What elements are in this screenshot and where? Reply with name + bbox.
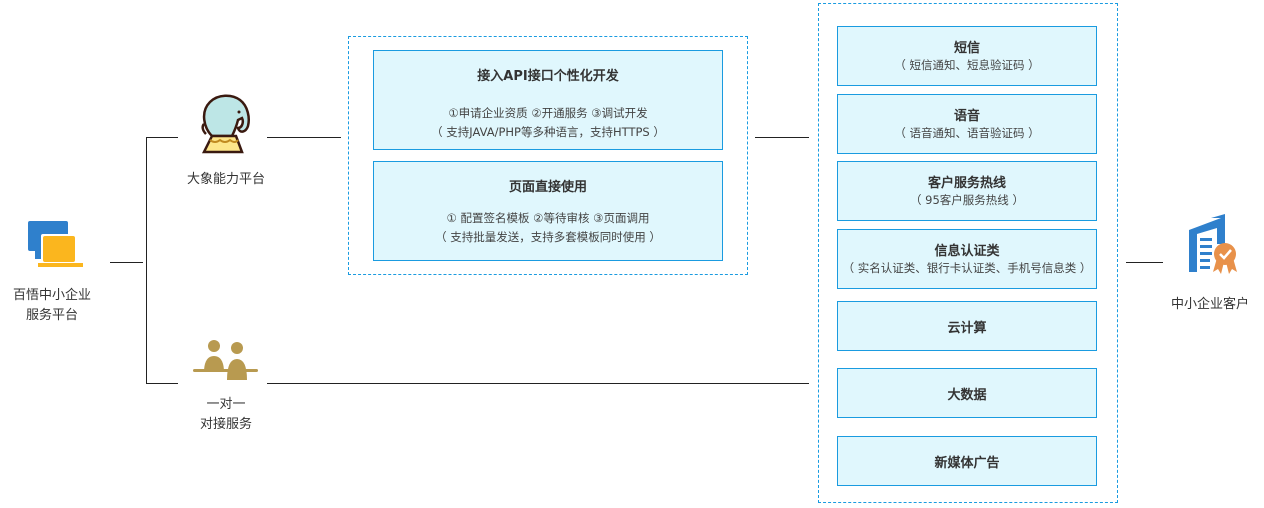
services-group: [818, 3, 1118, 503]
label-line: 一对一: [206, 397, 246, 412]
connector-line: [267, 137, 341, 138]
box-title: 接入API接口个性化开发: [477, 69, 619, 84]
service-title: 新媒体广告: [934, 455, 1000, 471]
box-steps: ①申请企业资质 ②开通服务 ③调试开发: [448, 106, 648, 120]
one-on-one-label: 一对一 对接服务: [170, 395, 282, 435]
service-hotline: 客户服务热线 （ 95客户服务热线 ）: [837, 161, 1097, 221]
connector-line: [146, 383, 178, 384]
connector-line: [1126, 262, 1163, 263]
access-methods-group: [348, 36, 748, 275]
service-title: 语音: [953, 109, 980, 124]
building-certificate-icon: [1189, 214, 1237, 274]
elephant-platform-label: 大象能力平台: [186, 172, 265, 187]
service-title: 客户服务热线: [927, 176, 1006, 191]
service-sms: 短信 （ 短信通知、短息验证码 ）: [837, 26, 1097, 86]
label-line: 服务平台: [25, 308, 78, 323]
box-note: （ 支持JAVA/PHP等多种语言，支持HTTPS ）: [431, 125, 665, 139]
people-icon: [193, 340, 258, 380]
connector-line: [755, 137, 809, 138]
service-title: 短信: [953, 41, 980, 56]
box-steps: ① 配置签名模板 ②等待审核 ③页面调用: [446, 211, 650, 225]
service-verification: 信息认证类 （ 实名认证类、银行卡认证类、手机号信息类 ）: [837, 229, 1097, 289]
service-cloud: 云计算: [837, 301, 1097, 351]
service-subtitle: （ 短信通知、短息验证码 ）: [894, 58, 1040, 72]
service-voice: 语音 （ 语音通知、语音验证码 ）: [837, 94, 1097, 154]
service-title: 大数据: [947, 387, 987, 403]
api-integration-box: 接入API接口个性化开发 ①申请企业资质 ②开通服务 ③调试开发 （ 支持JAV…: [373, 50, 723, 150]
box-note: （ 支持批量发送，支持多套模板同时使用 ）: [435, 230, 661, 244]
service-title: 云计算: [947, 320, 987, 336]
label-line: 对接服务: [199, 417, 252, 432]
service-subtitle: （ 语音通知、语音验证码 ）: [894, 126, 1040, 140]
connector-line: [146, 137, 147, 384]
box-title: 页面直接使用: [508, 180, 587, 195]
service-bigdata: 大数据: [837, 368, 1097, 418]
connector-line: [146, 137, 178, 138]
elephant-icon: [201, 94, 250, 154]
computer-icon: [28, 221, 83, 267]
service-title: 信息认证类: [934, 244, 1000, 259]
service-subtitle: （ 实名认证类、银行卡认证类、手机号信息类 ）: [842, 261, 1092, 275]
direct-page-use-box: 页面直接使用 ① 配置签名模板 ②等待审核 ③页面调用 （ 支持批量发送，支持多…: [373, 161, 723, 261]
service-new-media: 新媒体广告: [837, 436, 1097, 486]
source-platform-label: 百悟中小企业 服务平台: [0, 286, 104, 326]
customer-label: 中小企业客户: [1170, 297, 1249, 312]
connector-line: [110, 262, 143, 263]
label-line: 百悟中小企业: [12, 288, 91, 303]
connector-line: [267, 383, 809, 384]
service-subtitle: （ 95客户服务热线 ）: [910, 193, 1024, 207]
